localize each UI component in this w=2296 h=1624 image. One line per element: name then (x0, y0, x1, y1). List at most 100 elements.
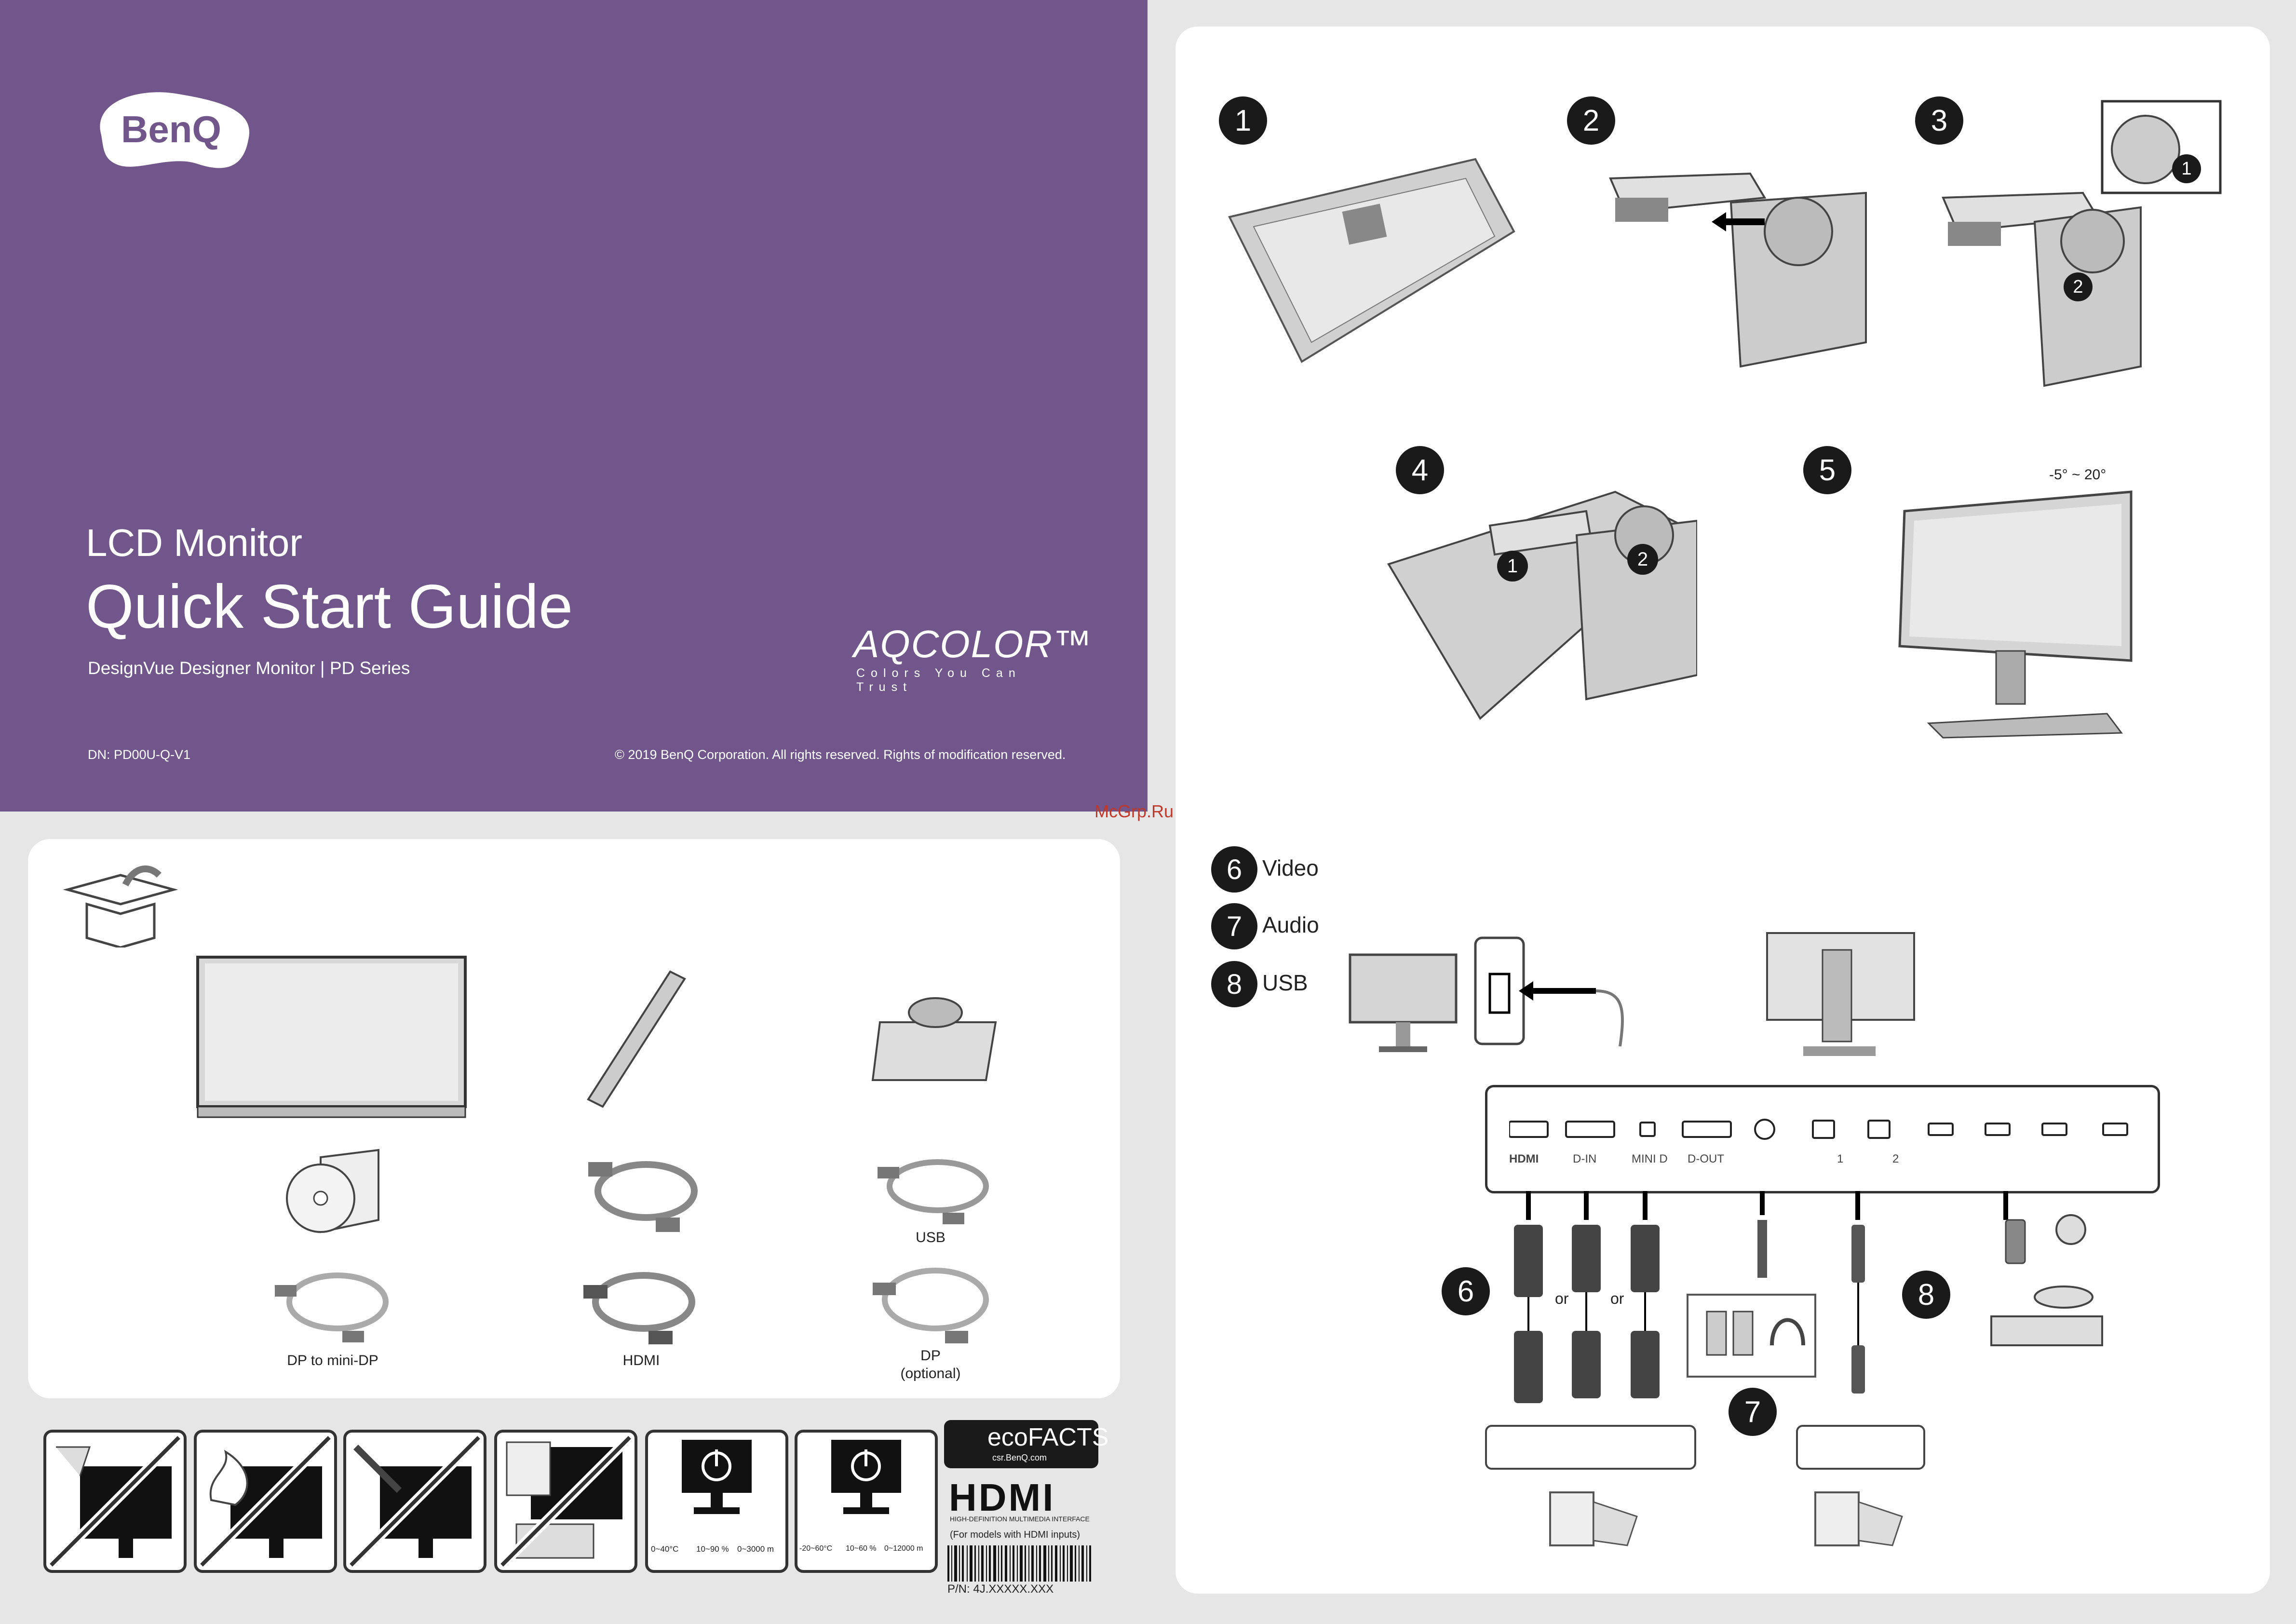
step1-illustration (1228, 158, 1515, 363)
benq-logo-text: BenQ (121, 108, 221, 150)
port-label-dp-out: D-OUT (1688, 1152, 1724, 1165)
monitor-port-diagram (1349, 936, 1624, 1052)
op-humidity: 10~90 % (696, 1544, 729, 1554)
usb-cable-image (878, 1159, 989, 1224)
cd-manual-image (286, 1149, 379, 1233)
step4-illustration (1387, 490, 1697, 720)
badge-usb: 8 (1902, 1271, 1950, 1319)
or-label-2: or (1610, 1290, 1624, 1307)
hdmi-cable-image (583, 1272, 695, 1344)
dp-mini-dp-label: DP to mini-DP (287, 1353, 378, 1368)
dp-mini-dp-cable-image (275, 1272, 389, 1342)
dp-optional-note: (optional) (900, 1366, 961, 1381)
monitor-image (196, 956, 467, 1118)
step-badge-3: 3 (1915, 96, 1963, 145)
mini-dp-port-icon (1639, 1122, 1656, 1137)
dp-in-port-icon (1565, 1121, 1615, 1138)
warning-no-fire (194, 1430, 337, 1573)
port-label-dp-in: D-IN (1573, 1152, 1597, 1165)
aqcolor-logo: AQCOLOR™ Colors You Can Trust (853, 622, 1093, 694)
watermark: McGrp.Ru (1094, 801, 1174, 821)
step5-illustration (1898, 490, 2133, 739)
usb-a-port-4-icon (2102, 1123, 2128, 1136)
benq-logo: BenQ (100, 92, 250, 168)
step-badge-5: 5 (1803, 446, 1851, 494)
fire-icon (209, 1449, 248, 1506)
computer-icon (1549, 1491, 1638, 1546)
legend-badge-video: 6 (1211, 846, 1257, 893)
stand-arm-image (587, 970, 686, 1108)
step3-callout-2: 2 (2064, 272, 2093, 301)
doc-number: DN: PD00U-Q-V1 (88, 747, 191, 762)
badge-audio: 7 (1729, 1388, 1777, 1436)
usb-a-port-3-icon (2041, 1123, 2067, 1136)
usb-a-port-1-icon (1928, 1123, 1954, 1136)
legend-label-video: Video (1262, 855, 1319, 880)
aqcolor-wordmark: AQCOLOR™ (853, 623, 1093, 665)
step-badge-4: 4 (1396, 446, 1444, 494)
hdmi-note: (For models with HDMI inputs) (950, 1529, 1080, 1540)
tilt-range: -5° ~ 20° (2049, 467, 2107, 483)
st-humidity: 10~60 % (846, 1544, 877, 1553)
step4-callout-2: 2 (1627, 544, 1658, 575)
ecofacts-url: csr.BenQ.com (992, 1453, 1047, 1462)
pc-usb-ports (1796, 1425, 1925, 1470)
usb-b-port-1-icon (1812, 1120, 1835, 1139)
dp-out-port-icon (1682, 1121, 1732, 1138)
usb-a-port-2-icon (1985, 1123, 2011, 1136)
badge-video: 6 (1442, 1267, 1490, 1315)
dp-cable-image (873, 1268, 989, 1343)
screwdriver-icon (353, 1445, 402, 1493)
stand-base-image (871, 997, 997, 1081)
st-altitude: 0~12000 m (884, 1544, 923, 1553)
product-type: LCD Monitor (86, 521, 303, 564)
hdmi-label: HDMI (622, 1353, 660, 1368)
port-label-hdmi: HDMI (1509, 1152, 1539, 1165)
part-number: P/N: 4J.XXXXX.XXX (947, 1583, 1054, 1596)
port-label-mini-dp: MINI D (1632, 1152, 1668, 1165)
computer-icon (1814, 1491, 1903, 1546)
port-label-usb-up-2: 2 (1892, 1152, 1899, 1165)
aqcolor-tagline: Colors You Can Trust (856, 666, 1021, 694)
warning-no-liquid (43, 1430, 187, 1573)
warning-no-disassembly (343, 1430, 486, 1573)
legend-label-audio: Audio (1262, 912, 1319, 937)
legend-badge-usb: 8 (1211, 961, 1257, 1007)
copyright: © 2019 BenQ Corporation. All rights rese… (615, 747, 1066, 762)
or-label-1: or (1555, 1290, 1569, 1307)
guide-title: Quick Start Guide (86, 572, 573, 641)
cable-diagram (1514, 1191, 2103, 1403)
warning-no-pressure (494, 1430, 637, 1573)
op-altitude: 0~3000 m (737, 1544, 774, 1554)
operating-environment: 0~40°C 10~90 % 0~3000 m (645, 1430, 788, 1573)
series-name: DesignVue Designer Monitor | PD Series (88, 658, 410, 678)
usb-b-port-2-icon (1867, 1120, 1891, 1139)
box-icon (63, 866, 178, 947)
step-badge-1: 1 (1219, 96, 1267, 145)
port-icons (1509, 1119, 2128, 1140)
ecofacts-logo: ecoFACTS csr.BenQ.com (944, 1420, 1108, 1468)
storage-environment: -20~60°C 10~60 % 0~12000 m (795, 1430, 938, 1573)
power-cable-image (588, 1161, 698, 1232)
monitor-back-diagram (1766, 932, 1915, 1056)
legend-label-usb: USB (1262, 970, 1308, 995)
audio-jack-icon (1754, 1119, 1775, 1140)
st-temp: -20~60°C (799, 1544, 833, 1553)
step-badge-2: 2 (1567, 96, 1615, 145)
hdmi-port-icon (1509, 1121, 1549, 1138)
ecofacts-title: ecoFACTS (987, 1423, 1109, 1451)
op-temp: 0~40°C (651, 1544, 679, 1554)
barcode-icon (947, 1545, 1091, 1582)
step4-callout-1: 1 (1497, 551, 1528, 582)
hdmi-logo-subtitle: HIGH-DEFINITION MULTIMEDIA INTERFACE (950, 1515, 1090, 1523)
port-strip (1485, 1085, 2160, 1193)
hdmi-logo: HDMI (949, 1476, 1055, 1519)
package-contents-panel (28, 839, 1120, 1398)
step3-illustration (1942, 100, 2222, 387)
step2-illustration (1609, 172, 1867, 368)
dp-label: DP (920, 1348, 941, 1364)
pc-video-ports (1485, 1425, 1696, 1470)
step3-callout-1: 1 (2172, 154, 2201, 183)
legend-badge-audio: 7 (1211, 903, 1257, 949)
port-label-usb-up-1: 1 (1837, 1152, 1844, 1165)
